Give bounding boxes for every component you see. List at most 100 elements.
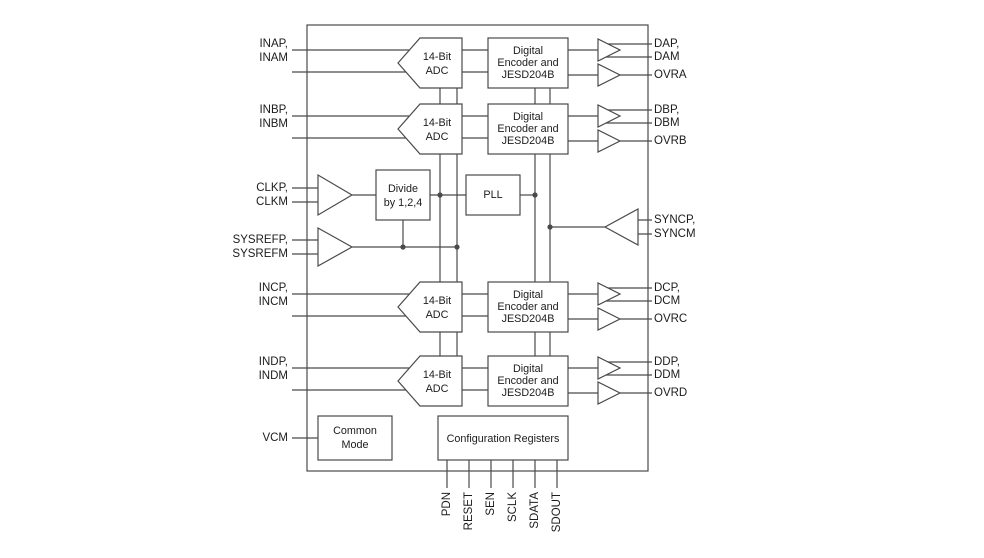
pll-label: PLL — [483, 189, 502, 201]
encoder-d-box — [487, 355, 569, 407]
ovrb-output-buffer-icon — [597, 129, 622, 153]
adc-c-to-encoder-lines — [462, 293, 488, 317]
pin-label-ovrd: OVRD — [654, 387, 687, 399]
adc-b-label-1: 14-Bit — [423, 117, 451, 129]
pin-label-vcm: VCM — [262, 432, 288, 444]
junction-dot — [400, 244, 406, 250]
adc-b-label-2: ADC — [426, 131, 449, 143]
encoder-c-label-2: Encoder and — [497, 301, 558, 313]
junction-dot — [454, 244, 460, 250]
adc-c-label-2: ADC — [426, 309, 449, 321]
encoder-d-label-3: JESD204B — [502, 387, 555, 399]
distribution-lines — [439, 88, 551, 356]
config-registers-box — [437, 415, 569, 461]
pin-label-incp: INCP, — [259, 282, 288, 294]
channel-d: INDP, INDM 14-Bit ADC Digital Encoder an… — [259, 355, 687, 407]
data-a-output-buffer-icon — [597, 38, 622, 62]
encoder-a-label-2: Encoder and — [497, 57, 558, 69]
ovrd-output-buffer-icon — [597, 381, 622, 405]
pin-label-clkp: CLKP, — [256, 182, 288, 194]
adc-c-shape — [397, 281, 463, 333]
encoder-c-label-1: Digital — [513, 289, 543, 301]
data-c-output-buffer-icon — [597, 282, 622, 306]
pin-label-inam: INAM — [259, 52, 288, 64]
pin-label-ovrb: OVRB — [654, 135, 687, 147]
pin-label-dap: DAP, — [654, 38, 679, 50]
pin-label-ddp: DDP, — [654, 356, 680, 368]
encoder-c-box — [487, 281, 569, 333]
adc-a-shape — [397, 37, 463, 89]
adc-a-to-encoder-lines — [462, 49, 488, 73]
pin-label-dcp: DCP, — [654, 282, 680, 294]
sysref-path: SYSREFP, SYSREFM — [232, 220, 457, 268]
pin-label-ovrc: OVRC — [654, 313, 687, 325]
bottom-pins: PDN RESET SEN SCLK SDATA SDOUT — [441, 460, 563, 532]
pin-label-clkm: CLKM — [256, 196, 288, 208]
adc-b-shape — [397, 103, 463, 155]
encoder-c-label-3: JESD204B — [502, 313, 555, 325]
pin-label-pdn: PDN — [441, 492, 453, 516]
junction-dot — [437, 192, 443, 198]
ina-input-lines — [292, 49, 409, 73]
encoder-a-label-3: JESD204B — [502, 69, 555, 81]
junction-dot — [547, 224, 553, 230]
clk-input-lines — [292, 187, 318, 203]
pin-label-incm: INCM — [259, 296, 288, 308]
clock-path: CLKP, CLKM Divide by 1,2,4 PLL — [256, 169, 535, 221]
sync-input-buffer-icon — [603, 207, 639, 247]
pin-label-dam: DAM — [654, 51, 680, 63]
channel-c: INCP, INCM 14-Bit ADC Digital Encoder an… — [259, 281, 687, 333]
adc-d-to-encoder-lines — [462, 367, 488, 391]
adc-a-label-2: ADC — [426, 65, 449, 77]
ovrc-output-buffer-icon — [597, 307, 622, 331]
sync-input-lines — [638, 219, 652, 235]
config-registers-label: Configuration Registers — [447, 433, 560, 445]
inb-input-lines — [292, 115, 409, 139]
common-mode-label-1: Common — [333, 425, 377, 437]
data-d-output-buffer-icon — [597, 356, 622, 380]
pin-label-inbm: INBM — [259, 118, 288, 130]
encoder-a-box — [487, 37, 569, 89]
pin-label-sen: SEN — [485, 492, 497, 516]
pin-label-dbm: DBM — [654, 117, 680, 129]
pin-label-sdata: SDATA — [529, 492, 541, 529]
channel-b: INBP, INBM 14-Bit ADC Digital Encoder an… — [259, 103, 687, 155]
inc-input-lines — [292, 293, 409, 317]
adc-d-label-1: 14-Bit — [423, 369, 451, 381]
pin-label-indp: INDP, — [259, 356, 288, 368]
ovra-output-buffer-icon — [597, 63, 622, 87]
pin-label-ddm: DDM — [654, 369, 680, 381]
pin-label-inbp: INBP, — [259, 104, 288, 116]
pin-label-indm: INDM — [259, 370, 288, 382]
encoder-a-label-1: Digital — [513, 45, 543, 57]
pin-label-reset: RESET — [463, 492, 475, 530]
encoder-d-label-2: Encoder and — [497, 375, 558, 387]
config-registers: Configuration Registers — [437, 415, 569, 461]
junction-dots — [400, 192, 553, 250]
sync-path: SYNCP, SYNCM — [550, 207, 696, 247]
adc-d-shape — [397, 355, 463, 407]
data-b-output-buffer-icon — [597, 104, 622, 128]
encoder-b-box — [487, 103, 569, 155]
pin-label-ovra: OVRA — [654, 69, 687, 81]
adc-d-label-2: ADC — [426, 383, 449, 395]
pin-label-dcm: DCM — [654, 295, 680, 307]
junction-dot — [532, 192, 538, 198]
vcm-block: VCM Common Mode — [262, 415, 393, 461]
channel-a: INAP, INAM 14-Bit ADC Digital Encoder an… — [259, 37, 687, 89]
pin-label-sysrefp: SYSREFP, — [233, 234, 288, 246]
divider-box — [375, 169, 431, 221]
sysref-input-buffer-icon — [317, 226, 354, 268]
pin-label-dbp: DBP, — [654, 104, 679, 116]
bottom-pin-lines — [446, 460, 558, 488]
encoder-b-label-1: Digital — [513, 111, 543, 123]
chip-outline — [306, 24, 649, 472]
pin-label-sysrefm: SYSREFM — [232, 248, 288, 260]
common-mode-label-2: Mode — [341, 439, 368, 451]
pin-label-syncm: SYNCM — [654, 228, 696, 240]
pin-label-syncp: SYNCP, — [654, 214, 695, 226]
clk-input-buffer-icon — [317, 173, 354, 217]
common-mode-box — [317, 415, 393, 461]
